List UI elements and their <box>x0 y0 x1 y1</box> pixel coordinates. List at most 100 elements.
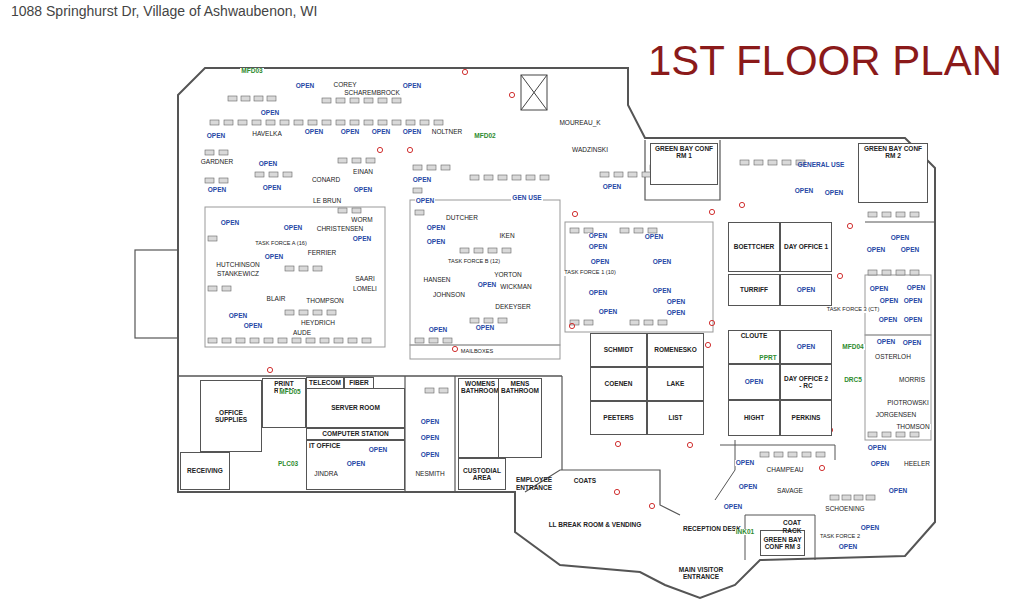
work-zones <box>205 200 931 440</box>
open-seat-label: OPEN <box>340 129 360 136</box>
device-code: INK01 <box>735 529 755 536</box>
desk <box>352 158 361 163</box>
desk <box>754 160 763 165</box>
interior-wall <box>645 140 720 200</box>
safety-symbol <box>709 209 714 214</box>
occupant-name: JINDRA <box>313 471 338 478</box>
room-name: TURRIFF <box>740 286 768 293</box>
room: EMPLOYEE ENTRANCE <box>512 474 556 493</box>
open-seat-label: OPEN <box>243 323 263 330</box>
room-name: EMPLOYEE ENTRANCE <box>514 476 554 491</box>
room-name: COENEN <box>605 380 633 387</box>
open-seat-label: OPEN <box>723 504 743 511</box>
occupant-name: MORRIS <box>898 377 926 384</box>
desk <box>460 248 469 253</box>
open-seat-label: OPEN <box>426 225 446 232</box>
desk <box>648 228 657 233</box>
occupant-name: LE BRUN <box>312 198 342 205</box>
desk <box>868 212 877 217</box>
interior-wall <box>715 440 735 500</box>
desk <box>322 98 331 103</box>
room-name: LAKE <box>667 380 685 387</box>
desk <box>620 228 629 233</box>
desk <box>228 96 237 101</box>
desk <box>208 338 217 343</box>
device-code: MFD05 <box>278 389 301 396</box>
room: OPEN <box>780 330 832 364</box>
desk <box>205 178 214 183</box>
device-code: MFD04 <box>841 344 864 351</box>
device-code: MFD03 <box>240 68 263 75</box>
desk <box>882 270 891 275</box>
occupant-name: WICKMAN <box>499 284 532 291</box>
desk <box>740 160 749 165</box>
desk <box>378 98 387 103</box>
open-seat-label: OPEN <box>602 184 622 191</box>
open-seat-label: OPEN <box>475 325 495 332</box>
open-seat-label: OPEN <box>738 484 758 491</box>
desk <box>413 188 422 193</box>
desk <box>267 96 276 101</box>
elevator-cross <box>521 75 547 110</box>
room: CUSTODIAL AREA <box>458 458 506 490</box>
room-name: HIGHT <box>744 414 764 421</box>
room: LIST <box>647 401 704 435</box>
room: TURRIFF <box>728 274 780 306</box>
open-seat-label: OPEN <box>368 447 388 454</box>
desk <box>816 452 825 457</box>
occupant-name: THOMPSON <box>305 298 345 305</box>
desk <box>238 120 247 125</box>
desk <box>285 266 294 271</box>
desk <box>364 98 373 103</box>
desk <box>366 158 375 163</box>
occupant-name: HEELER <box>903 461 931 468</box>
room: COAT RACK <box>772 517 812 536</box>
open-seat-label: OPEN <box>207 187 227 194</box>
desk <box>896 432 905 437</box>
safety-symbol <box>407 147 412 152</box>
room-name: GREEN BAY CONF RM 2 <box>861 145 925 160</box>
occupant-name: STANKEWICZ <box>216 271 260 278</box>
interior-wall <box>745 515 815 560</box>
room-name: IT OFFICE <box>309 442 340 449</box>
desk <box>241 96 250 101</box>
desk <box>910 432 919 437</box>
safety-symbol <box>847 223 852 228</box>
desk <box>868 270 877 275</box>
desk <box>628 172 637 177</box>
device-code: DRC5 <box>843 377 863 384</box>
occupant-name: JORGENSEN <box>875 412 917 419</box>
desk <box>768 160 777 165</box>
room-name: BOETTCHER <box>734 243 774 250</box>
open-seat-label: OPEN <box>867 445 887 452</box>
desk <box>540 175 549 180</box>
open-seat-label: OPEN <box>304 129 324 136</box>
annex-wall <box>135 250 178 338</box>
occupant-name: WADZINSKI <box>571 147 609 154</box>
device-code: PPRT <box>758 355 777 362</box>
desk <box>570 228 579 233</box>
desk <box>236 338 245 343</box>
room-name: LIST <box>668 414 682 421</box>
desk <box>254 96 263 101</box>
open-seat-label: OPEN <box>402 83 422 90</box>
desk <box>255 172 264 177</box>
open-seat-label: OPEN <box>588 244 608 251</box>
occupant-name: DUTCHER <box>445 215 479 222</box>
desk <box>392 120 401 125</box>
open-seat-label: OPEN <box>420 419 440 426</box>
room-name: COAT RACK <box>774 519 810 534</box>
elevator-cross <box>521 75 547 110</box>
desk <box>308 120 317 125</box>
desk <box>512 175 521 180</box>
occupant-name: BLAIR <box>266 296 287 303</box>
desk <box>350 98 359 103</box>
open-seat-label: OPEN <box>652 259 672 266</box>
occupant-name: GARDNER <box>200 159 235 166</box>
room-name: RECEPTION DESK <box>683 525 741 532</box>
desk <box>283 172 292 177</box>
desk-group <box>205 96 919 500</box>
desk <box>336 120 345 125</box>
desk <box>364 120 373 125</box>
